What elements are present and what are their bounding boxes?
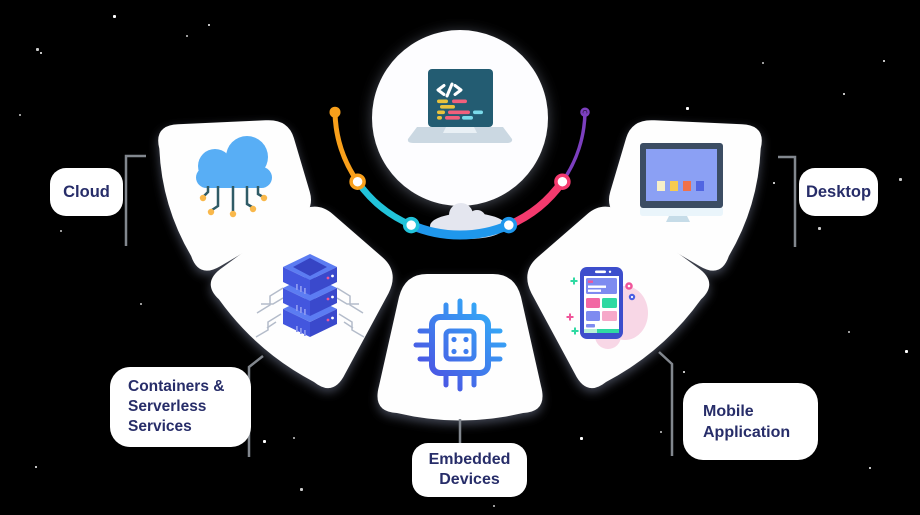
app-screen-blocks: [584, 278, 619, 333]
containers-label-line: Containers &: [128, 378, 225, 395]
petal-cloud: [158, 120, 312, 271]
server-vents: [296, 284, 306, 336]
embedded-label-line: Embedded: [428, 451, 511, 468]
server-stack-icon: [255, 254, 365, 338]
mobile-label: Mobile Application: [683, 383, 818, 460]
mobile-label-line: Application: [703, 423, 791, 441]
embedded-label-line: Devices: [439, 471, 500, 488]
background-star: [186, 35, 188, 37]
background-star: [60, 230, 62, 232]
cloud-label-text: Cloud: [63, 182, 110, 201]
desktop-label: Desktop: [799, 168, 878, 216]
code-lines: [437, 99, 483, 120]
background-star: [843, 93, 845, 95]
arc-node-orange: [349, 173, 366, 190]
background-star: [683, 371, 685, 373]
containers-label-line: Serverless: [128, 398, 207, 415]
background-star: [899, 178, 902, 181]
background-star: [36, 48, 39, 51]
smartphone-icon: [566, 267, 648, 349]
containers-label-line: Services: [128, 418, 192, 435]
desktop-label-text: Desktop: [805, 182, 872, 201]
server-slab: [283, 254, 337, 295]
cloud-network-icon: [196, 136, 272, 218]
background-star: [40, 52, 42, 54]
laptop-code-icon: [407, 69, 513, 143]
chip-icon: [413, 298, 507, 392]
arc-teal: [354, 178, 415, 229]
server-leds: [326, 274, 334, 322]
bracket-containers: [247, 355, 264, 457]
background-star: [905, 350, 908, 353]
arc-pink: [504, 177, 567, 230]
arc-orange: [332, 109, 361, 185]
background-star: [883, 60, 885, 62]
gear-dots: [625, 282, 636, 301]
background-star: [263, 440, 266, 443]
petal-embedded: [377, 274, 543, 421]
cloud-label: Cloud: [50, 168, 123, 216]
background-star: [140, 303, 142, 305]
arc-end-dot: [580, 107, 590, 117]
background-star: [300, 488, 303, 491]
background-star: [773, 182, 775, 184]
arc-nodes: [329, 106, 590, 234]
background-star: [113, 15, 116, 18]
arc-start-dot: [329, 106, 341, 118]
background-star: [869, 467, 871, 469]
background-star: [293, 437, 295, 439]
arc-node-teal: [402, 216, 420, 234]
background-star: [493, 505, 495, 507]
background-star: [19, 114, 21, 116]
bracket-mobile: [658, 351, 674, 456]
background-star: [686, 107, 689, 110]
arc-purple: [560, 110, 587, 184]
background-star: [580, 437, 583, 440]
arc-node-blue: [500, 216, 518, 234]
arc-node-pink: [554, 173, 571, 190]
circuit-traces: [255, 287, 365, 338]
background-star: [762, 62, 764, 64]
mobile-label-line: Mobile: [703, 402, 754, 420]
background-star: [818, 227, 821, 230]
bracket-desktop: [778, 155, 797, 247]
background-star: [35, 466, 37, 468]
embedded-label: Embedded Devices: [412, 443, 527, 497]
background-star: [208, 24, 210, 26]
phone-decorations: [566, 277, 579, 335]
background-star: [660, 431, 662, 433]
containers-label: Containers & Serverless Services: [110, 367, 251, 447]
background-star: [848, 331, 850, 333]
monitor-icon: [640, 143, 723, 222]
arc-blue: [406, 220, 514, 240]
bracket-cloud: [124, 154, 146, 246]
